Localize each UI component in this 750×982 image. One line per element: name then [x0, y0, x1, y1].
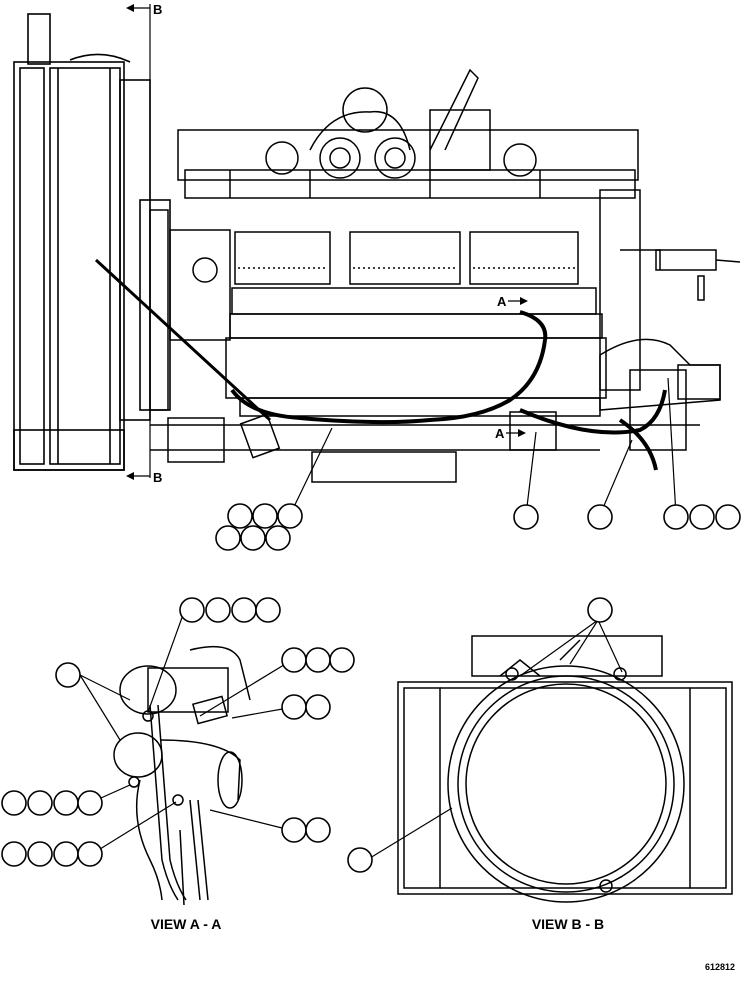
- callout-group-view-a-right-low: [281, 694, 331, 720]
- callout-group-view-a-left-lower: [1, 841, 103, 867]
- callout-view-b-left: [347, 847, 373, 873]
- view-b-caption: VIEW B - B: [532, 916, 604, 932]
- section-marker-b-top: B: [153, 2, 162, 17]
- view-a-detail: VIEW A - A: [1, 597, 355, 932]
- callout-main-center: [513, 504, 539, 530]
- section-marker-a-top: A: [497, 294, 507, 309]
- section-marker-a-bottom: A: [495, 426, 505, 441]
- callout-main-right-single: [587, 504, 613, 530]
- callout-group-view-a-bottom-right: [281, 817, 331, 843]
- view-b-drawing: [397, 635, 733, 903]
- callout-group-view-a-right-mid: [281, 647, 355, 673]
- callout-view-a-left-single: [55, 662, 81, 688]
- view-b-leaders: [369, 619, 623, 859]
- callout-group-main-right: [663, 504, 741, 530]
- view-a-leaders: [79, 611, 293, 855]
- radiator: [13, 13, 272, 471]
- callout-group-view-a-top: [179, 597, 281, 623]
- view-a-drawing: [113, 645, 251, 906]
- main-leaders: [289, 377, 677, 516]
- callout-group-main-left: [215, 503, 303, 551]
- view-a-caption: VIEW A - A: [151, 916, 222, 932]
- section-marker-b-bottom: B: [153, 470, 162, 485]
- section-line-b: B B: [126, 2, 162, 485]
- wiring-harness: [230, 310, 667, 471]
- view-b-detail: VIEW B - B: [347, 597, 733, 932]
- section-line-a: A A: [495, 294, 528, 441]
- callout-group-view-a-left-upper: [1, 790, 103, 816]
- callout-view-b-top: [587, 597, 613, 623]
- drawing-number: 612812: [705, 962, 735, 972]
- main-engine-view: B B: [13, 2, 741, 551]
- engine-block: [149, 68, 741, 483]
